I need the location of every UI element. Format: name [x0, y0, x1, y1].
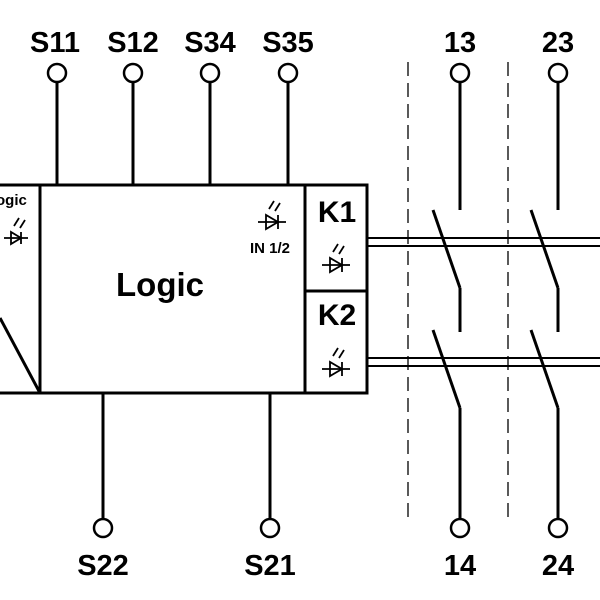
- logic-block: Logic IN 1/2: [38, 183, 369, 395]
- terminal-label-s12: S12: [107, 27, 159, 59]
- led-icon: [4, 217, 28, 246]
- circle-terminal-icon: [547, 62, 569, 84]
- terminal-label-s21: S21: [244, 550, 296, 582]
- terminal-label-s35: S35: [262, 27, 314, 59]
- circle-terminal-icon: [46, 62, 68, 84]
- circle-terminal-icon: [199, 62, 221, 84]
- terminal-s34: [199, 62, 221, 185]
- contact-label-23: 23: [542, 27, 574, 59]
- terminal-s22: [92, 393, 114, 539]
- circle-terminal-icon: [277, 62, 299, 84]
- terminal-label-s34: S34: [184, 27, 236, 59]
- led-icon: [258, 200, 286, 231]
- led-icon: [322, 243, 350, 274]
- circle-terminal-icon: [449, 517, 471, 539]
- partial-logic-block: ogic: [0, 183, 42, 395]
- relay-label-k2: K2: [318, 299, 356, 332]
- circle-terminal-icon: [547, 517, 569, 539]
- logic-label: Logic: [116, 266, 204, 303]
- contact-path-23-24: [529, 62, 569, 539]
- terminal-s21: [259, 393, 281, 539]
- led-label-in12: IN 1/2: [250, 240, 290, 257]
- terminal-s12: [122, 62, 144, 185]
- contact-path-13-14: [431, 62, 471, 539]
- terminal-label-s22: S22: [77, 550, 129, 582]
- k2-mechanical-link: [367, 357, 600, 367]
- relay-label-k1: K1: [318, 196, 356, 229]
- terminal-s11: [46, 62, 68, 185]
- circle-terminal-icon: [449, 62, 471, 84]
- terminal-label-s11: S11: [30, 27, 80, 59]
- k1-mechanical-link: [367, 237, 600, 247]
- partial-logic-label: ogic: [0, 192, 27, 209]
- relay-k1: K1: [318, 196, 356, 274]
- led-icon: [322, 347, 350, 378]
- contact-label-24: 24: [542, 550, 574, 582]
- terminal-s35: [277, 62, 299, 185]
- contact-label-13: 13: [444, 27, 476, 59]
- contact-label-14: 14: [444, 550, 476, 582]
- circle-terminal-icon: [259, 517, 281, 539]
- circle-terminal-icon: [92, 517, 114, 539]
- circle-terminal-icon: [122, 62, 144, 84]
- relay-k2: K2: [318, 299, 356, 378]
